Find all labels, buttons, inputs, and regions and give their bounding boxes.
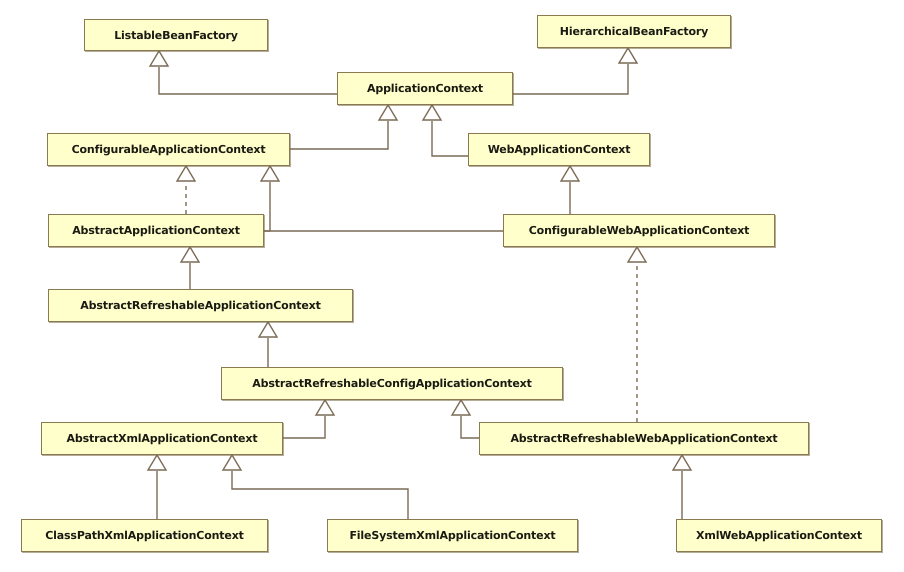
generalization-arrowhead [626, 245, 648, 263]
edge-WebApplicationContext-to-ApplicationContext [431, 121, 468, 157]
generalization-arrowhead [377, 103, 399, 121]
generalization-arrowhead [257, 320, 279, 338]
class-node-ListableBeanFactory[interactable]: ListableBeanFactory [84, 19, 268, 51]
generalization-arrowhead [148, 49, 170, 67]
class-node-AbstractXmlApplicationContext[interactable]: AbstractXmlApplicationContext [41, 422, 283, 455]
class-node-AbstractRefreshableConfigApplicationContext[interactable]: AbstractRefreshableConfigApplicationCont… [221, 367, 563, 400]
generalization-arrowhead [671, 453, 693, 471]
class-node-HierarchicalBeanFactory[interactable]: HierarchicalBeanFactory [537, 15, 731, 48]
generalization-arrowhead [146, 453, 168, 471]
generalization-arrowhead [617, 46, 639, 64]
edge-FileSystemXmlApplicationContext-to-AbstractXmlApplicationContext [231, 471, 409, 519]
class-node-XmlWebApplicationContext[interactable]: XmlWebApplicationContext [676, 519, 882, 552]
class-node-AbstractRefreshableApplicationContext[interactable]: AbstractRefreshableApplicationContext [48, 289, 353, 322]
class-node-ConfigurableApplicationContext[interactable]: ConfigurableApplicationContext [47, 133, 290, 166]
class-node-ApplicationContext[interactable]: ApplicationContext [337, 72, 513, 105]
class-node-ClassPathXmlApplicationContext[interactable]: ClassPathXmlApplicationContext [21, 519, 268, 552]
edge-ApplicationContext-to-ListableBeanFactory [158, 67, 337, 95]
edge-AbstractRefreshableWebApplicationContext-to-AbstractRefreshableConfigApplicationContext [460, 416, 479, 439]
edge-AbstractXmlApplicationContext-to-AbstractRefreshableConfigApplicationContext [283, 416, 326, 439]
class-node-ConfigurableWebApplicationContext[interactable]: ConfigurableWebApplicationContext [503, 214, 775, 247]
edge-ApplicationContext-to-HierarchicalBeanFactory [513, 64, 629, 95]
class-node-WebApplicationContext[interactable]: WebApplicationContext [468, 133, 650, 166]
generalization-arrowhead [259, 164, 281, 182]
generalization-arrowhead [421, 103, 443, 121]
generalization-arrowhead [559, 164, 581, 182]
generalization-arrowhead [179, 245, 201, 263]
generalization-arrowhead [175, 164, 197, 182]
edge-ConfigurableApplicationContext-to-ApplicationContext [290, 121, 389, 150]
generalization-arrowhead [450, 398, 472, 416]
class-node-FileSystemXmlApplicationContext[interactable]: FileSystemXmlApplicationContext [327, 519, 578, 552]
class-node-AbstractApplicationContext[interactable]: AbstractApplicationContext [48, 214, 264, 247]
edge-AbstractApplicationContext-to-ConfigurableApplicationContext [264, 182, 271, 232]
class-node-AbstractRefreshableWebApplicationContext[interactable]: AbstractRefreshableWebApplicationContext [479, 422, 809, 455]
generalization-arrowhead [314, 398, 336, 416]
generalization-arrowhead [221, 453, 243, 471]
